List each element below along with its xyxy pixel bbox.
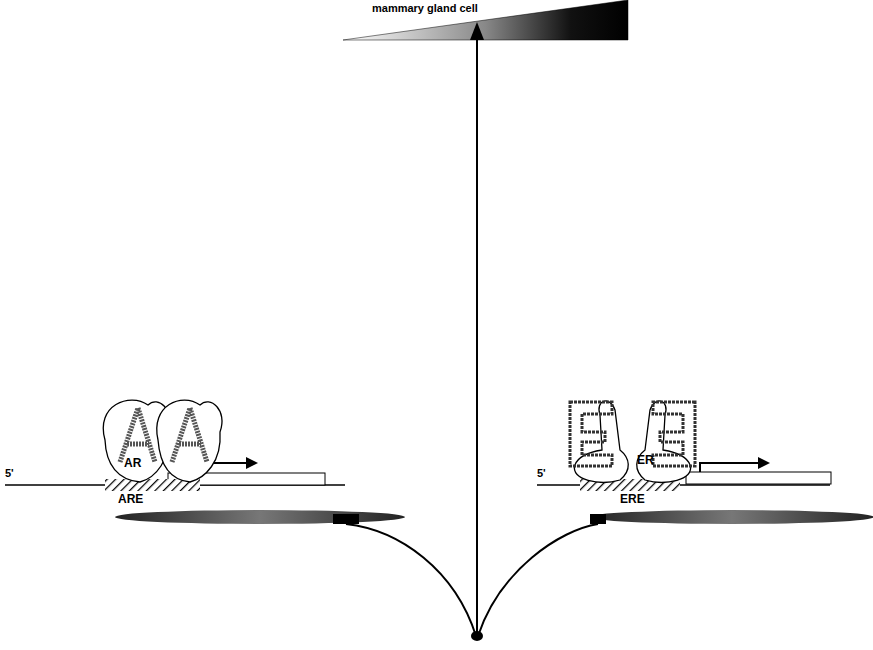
- disc-block: [590, 514, 606, 524]
- element-label: ERE: [620, 493, 645, 505]
- axis-label: mammary gland cell: [372, 3, 478, 14]
- receptor-label: AR: [124, 457, 141, 469]
- origin-dot: [471, 631, 483, 641]
- arrow-head: [758, 457, 770, 469]
- arrow-head: [470, 22, 484, 40]
- strand-end-label: 5': [5, 468, 14, 479]
- disc: [115, 510, 405, 524]
- gene-box: [686, 472, 831, 484]
- branch-curve: [346, 524, 476, 636]
- gradient-wedge: [343, 0, 628, 40]
- arrow-head: [246, 457, 258, 469]
- receptor-label: ER: [637, 454, 654, 466]
- disc: [590, 510, 873, 524]
- strand-end-label: 5': [537, 468, 546, 479]
- vertical-arrow: [476, 36, 478, 636]
- er-dimer: [570, 401, 695, 482]
- transcription-arrow: [700, 463, 760, 472]
- disc-block: [333, 514, 359, 524]
- ar-dimer: [103, 400, 222, 482]
- element-label: ARE: [118, 493, 143, 505]
- branch-curve: [478, 524, 598, 636]
